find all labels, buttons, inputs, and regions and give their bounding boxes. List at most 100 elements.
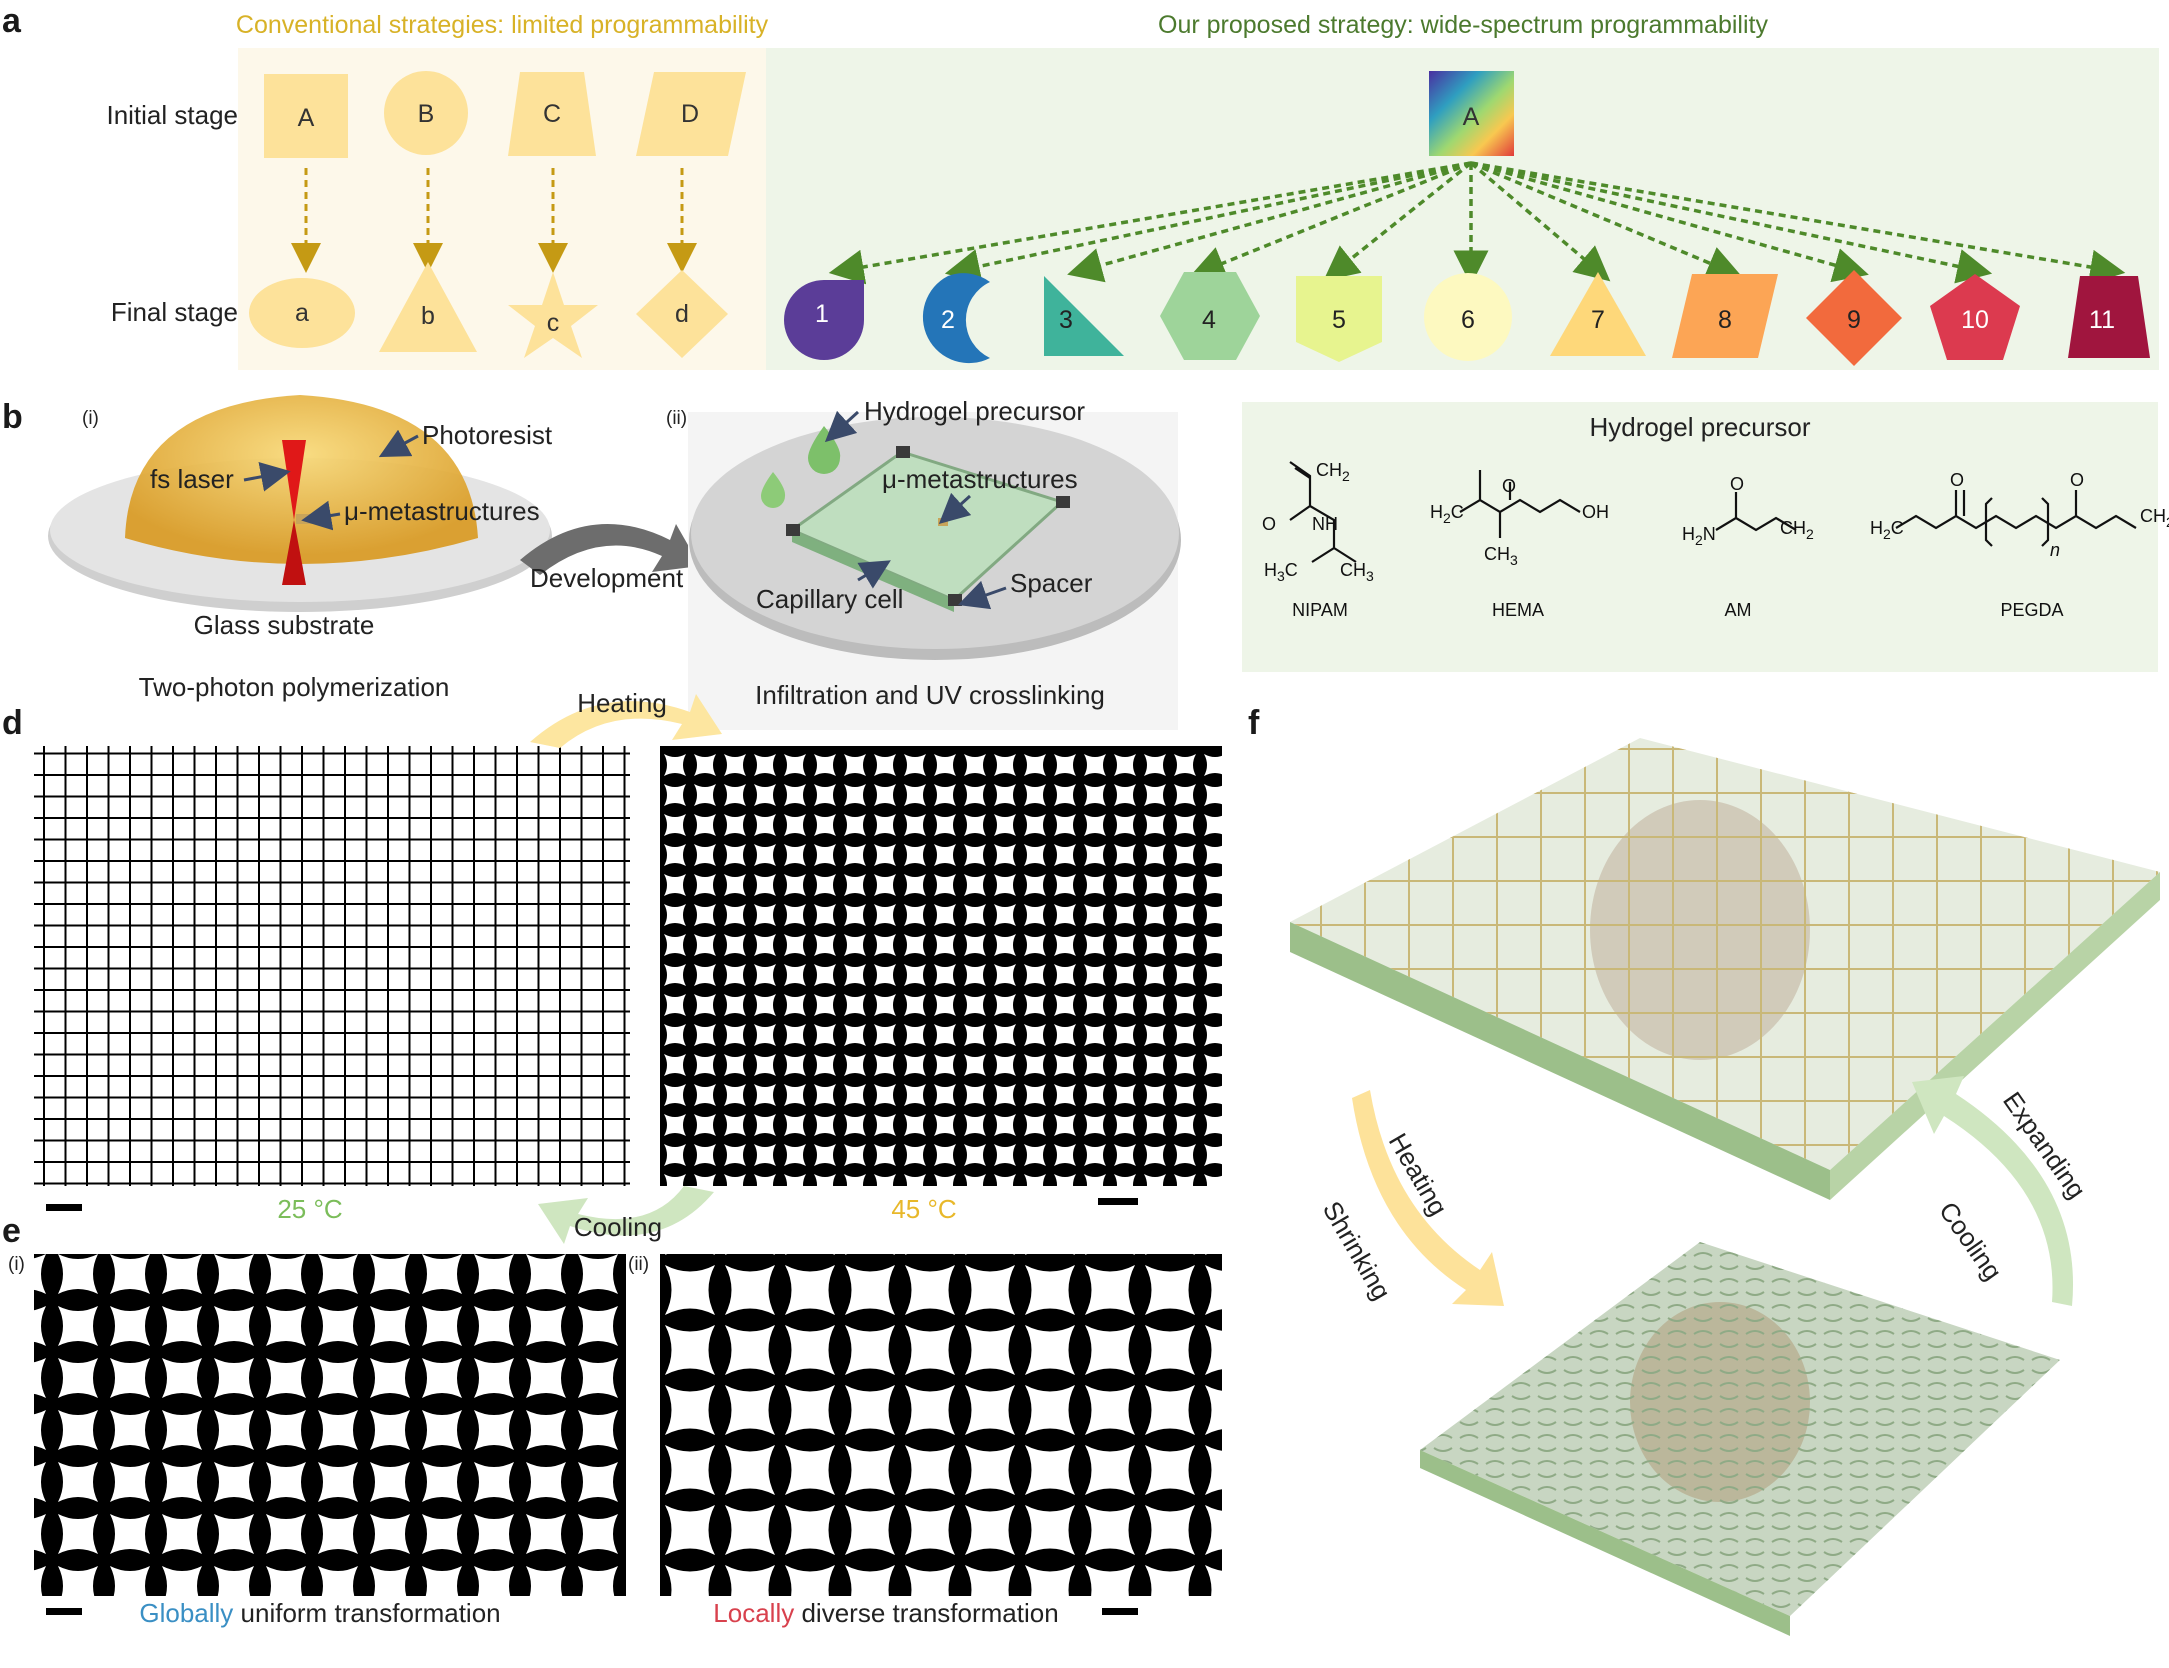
initial-shape-B: [384, 71, 468, 155]
rotated-lattice-small: [1420, 1242, 2060, 1616]
hydrogel-large-side-2: [1830, 872, 2160, 1200]
diverse-lattice: [660, 1254, 1222, 1596]
proposed-initial-shape: [1429, 71, 1514, 156]
molecule-name-pegda: PEGDA: [2000, 600, 2063, 620]
photoresist-label: Photoresist: [422, 420, 553, 450]
final-shape-11: [2068, 276, 2150, 358]
laser-beam-top: [282, 440, 306, 520]
final-label-3: 3: [1059, 306, 1073, 334]
fs-laser-label: fs laser: [150, 464, 234, 494]
final-label-7: 7: [1591, 306, 1605, 334]
cooling-label-f: Cooling: [1933, 1196, 2008, 1285]
scale-bar-d-left: [46, 1204, 82, 1211]
final-label-d: d: [675, 300, 689, 328]
shrinking-label-f: Shrinking: [1317, 1196, 1397, 1305]
scale-bar-e-right: [1102, 1608, 1138, 1615]
temperature-25C: 25 °C: [277, 1194, 342, 1224]
scale-bar-d-right: [1098, 1198, 1138, 1205]
capillary-pointer: [857, 560, 891, 589]
caption-b-ii: Infiltration and UV crosslinking: [755, 680, 1105, 710]
panel-label-f: f: [1248, 704, 1260, 742]
final-label-4: 4: [1202, 306, 1216, 334]
final-shape-d: [636, 270, 728, 358]
pegda-o-1: O: [1950, 470, 1964, 490]
cooling-label-d: Cooling: [574, 1212, 662, 1242]
final-shape-a: [249, 278, 355, 348]
spacer-2: [896, 446, 910, 458]
temperature-45C: 45 °C: [891, 1194, 956, 1224]
sub-label-b-ii: (ii): [666, 408, 687, 429]
capillary-cell-label: Capillary cell: [756, 584, 903, 614]
sub-label-e-i: (i): [8, 1254, 25, 1275]
molecule-name-am: AM: [1725, 600, 1752, 620]
final-label-11: 11: [2089, 306, 2115, 334]
spacer-3: [1056, 496, 1070, 508]
proposed-initial-label: A: [1463, 103, 1480, 131]
initial-label-B: B: [418, 100, 435, 128]
final-label-10: 10: [1961, 306, 1989, 334]
metastructures-pointer-ii: [938, 492, 972, 525]
final-shape-7: [1550, 272, 1646, 356]
metastructures-label-ii: μ-metastructures: [882, 464, 1078, 494]
initial-shape-D: [636, 72, 746, 156]
spacer-4: [948, 594, 962, 606]
sub-label-e-ii: (ii): [628, 1254, 649, 1275]
final-shape-10: [1930, 274, 2020, 360]
cooling-expanding-arrow: [1912, 1076, 2074, 1306]
nipam-nh: NH: [1312, 514, 1338, 534]
hydrogel-precursor-label: Hydrogel precursor: [864, 396, 1085, 426]
final-shape-1: [784, 280, 864, 360]
development-arrow: [520, 524, 700, 575]
final-label-a: a: [295, 299, 309, 327]
grid-lattice-large: [1290, 738, 2160, 1170]
panel-label-b: b: [2, 398, 23, 436]
final-label-1: 1: [815, 300, 829, 328]
initial-label-D: D: [681, 100, 699, 128]
final-shape-3: [1044, 276, 1124, 356]
caption-e-right-rest: diverse transformation: [794, 1598, 1058, 1628]
heating-label-d: Heating: [577, 688, 667, 718]
panel-label-d: d: [2, 704, 23, 742]
panel-c-title: Hydrogel precursor: [1589, 412, 1810, 442]
row-label-final: Final stage: [111, 297, 238, 327]
final-label-5: 5: [1332, 306, 1346, 334]
conventional-title: Conventional strategies: limited program…: [236, 11, 769, 39]
heating-arrow-d: [530, 694, 722, 748]
caption-e-left: Globally uniform transformation: [139, 1598, 500, 1628]
panel-label-e: e: [2, 1212, 21, 1250]
fs-laser-pointer: [243, 462, 291, 492]
final-label-9: 9: [1847, 306, 1861, 334]
caption-e-right: Locally diverse transformation: [713, 1598, 1058, 1628]
uniform-lattice: [34, 1254, 626, 1596]
initial-label-C: C: [543, 100, 561, 128]
hydrogel-small-side: [1420, 1450, 1790, 1636]
caption-b-i: Two-photon polymerization: [139, 672, 450, 702]
spacer-pointer: [957, 580, 1007, 610]
final-shape-9: [1806, 270, 1902, 366]
droplet-small: [761, 472, 786, 508]
caption-e-globally: Globally: [139, 1598, 233, 1628]
development-label: Development: [530, 563, 684, 593]
spacer-1: [786, 524, 800, 536]
final-label-8: 8: [1718, 306, 1732, 334]
hydrogel-large-side: [1290, 922, 1830, 1200]
final-label-c: c: [547, 309, 560, 337]
sub-label-b-i: (i): [82, 408, 99, 429]
rotated-lattice-45C: [660, 746, 1222, 1186]
laser-beam-bottom: [282, 520, 306, 585]
molecule-name-hema: HEMA: [1492, 600, 1544, 620]
photoresist-pointer: [378, 429, 419, 458]
proposed-title: Our proposed strategy: wide-spectrum pro…: [1158, 11, 1768, 39]
metastructure-spot: [296, 514, 312, 524]
metastructure-spot-ii: [938, 518, 948, 526]
hema-oh: OH: [1582, 502, 1609, 522]
panel-label-a: a: [2, 2, 22, 40]
metastructures-pointer-i: [301, 500, 341, 531]
glass-substrate-label: Glass substrate: [194, 610, 375, 640]
cooling-arrow-d: [538, 1186, 714, 1244]
pegda-n: n: [2050, 540, 2060, 560]
final-label-b: b: [421, 302, 435, 330]
pegda-o-2: O: [2070, 470, 2084, 490]
am-o: O: [1730, 474, 1744, 494]
molecule-structures: [1289, 461, 2137, 563]
